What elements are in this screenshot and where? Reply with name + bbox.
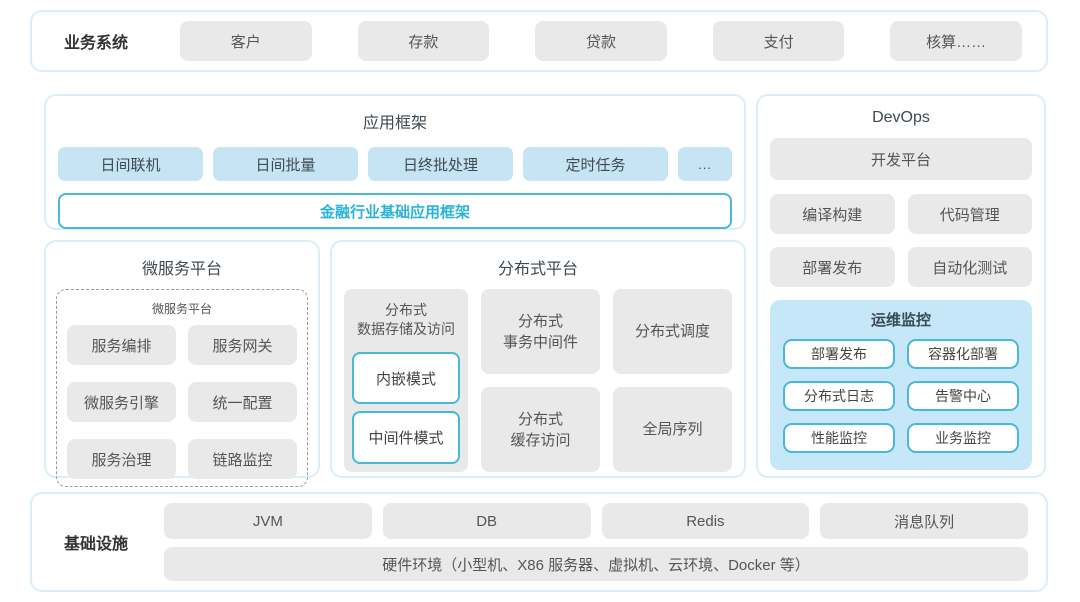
infra-chip-redis: Redis xyxy=(601,503,810,539)
ops-monitoring-grid: 部署发布 容器化部署 分布式日志 告警中心 性能监控 业务监控 xyxy=(783,339,1019,453)
infrastructure-chips: JVM DB Redis 消息队列 xyxy=(164,503,1028,539)
infra-chip-jvm: JVM xyxy=(164,503,372,539)
app-chip-daytime-batch: 日间批量 xyxy=(213,147,358,181)
business-systems-chips: 客户 存款 贷款 支付 核算…… xyxy=(146,21,1032,61)
microservice-grid: 服务编排 服务网关 微服务引擎 统一配置 服务治理 链路监控 xyxy=(67,325,297,479)
app-framework-title: 应用框架 xyxy=(362,115,427,132)
dist-storage-label: 分布式 数据存储及访问 xyxy=(357,302,455,337)
distributed-platform-body: 分布式 数据存储及访问 内嵌模式 中间件模式 分布式 事务中间件 分布式 缓存访… xyxy=(344,289,732,472)
business-chip-deposits: 存款 xyxy=(357,21,490,61)
ms-chip-service-governance: 服务治理 xyxy=(67,439,176,479)
base-framework-box: 金融行业基础应用框架 xyxy=(58,193,732,229)
app-chip-more: ... xyxy=(678,147,732,181)
section-app-framework: 应用框架 日间联机 日间批量 日终批处理 定时任务 ... 金融行业基础应用框架 xyxy=(44,94,746,230)
ms-chip-service-gateway: 服务网关 xyxy=(188,325,297,365)
app-framework-chips: 日间联机 日间批量 日终批处理 定时任务 ... xyxy=(58,147,732,181)
ops-monitoring-panel: 运维监控 部署发布 容器化部署 分布式日志 告警中心 性能监控 业务监控 xyxy=(770,300,1032,470)
ms-chip-unified-config: 统一配置 xyxy=(188,382,297,422)
section-microservice-platform: 微服务平台 微服务平台 服务编排 服务网关 微服务引擎 统一配置 服务治理 链路… xyxy=(44,240,320,487)
section-business-systems: 业务系统 客户 存款 贷款 支付 核算…… xyxy=(30,10,1048,72)
microservice-platform-title: 微服务平台 xyxy=(141,261,222,278)
microservice-inner-box: 微服务平台 服务编排 服务网关 微服务引擎 统一配置 服务治理 链路监控 xyxy=(56,289,308,487)
business-chip-loans: 贷款 xyxy=(535,21,667,61)
hardware-env-chip: 硬件环境（小型机、X86 服务器、虚拟机、云环境、Docker 等） xyxy=(164,547,1028,581)
infrastructure-body: JVM DB Redis 消息队列 硬件环境（小型机、X86 服务器、虚拟机、云… xyxy=(146,503,1032,581)
dist-middle-column: 分布式 事务中间件 分布式 缓存访问 xyxy=(481,289,600,472)
app-chip-scheduled-tasks: 定时任务 xyxy=(523,147,668,181)
devops-chip-build: 编译构建 xyxy=(770,194,895,234)
section-distributed-platform: 分布式平台 分布式 数据存储及访问 内嵌模式 中间件模式 分布式 事务中间件 分… xyxy=(330,240,746,478)
devops-tools-grid: 编译构建 代码管理 部署发布 自动化测试 xyxy=(770,194,1032,287)
devops-platform-chip: 开发平台 xyxy=(770,138,1032,180)
infra-chip-message-queue: 消息队列 xyxy=(820,503,1028,539)
app-chip-daytime-online: 日间联机 xyxy=(58,147,203,181)
section-devops: DevOps 开发平台 编译构建 代码管理 部署发布 自动化测试 运维监控 部署… xyxy=(756,94,1046,478)
ops-monitoring-title: 运维监控 xyxy=(870,312,931,329)
microservice-inner-title: 微服务平台 xyxy=(151,302,212,316)
distributed-platform-title: 分布式平台 xyxy=(497,261,578,278)
ops-chip-deploy-release: 部署发布 xyxy=(783,339,895,369)
ops-chip-performance-monitoring: 性能监控 xyxy=(783,423,895,453)
business-systems-label: 业务系统 xyxy=(63,35,128,52)
dist-storage-box: 分布式 数据存储及访问 内嵌模式 中间件模式 xyxy=(344,289,468,472)
ops-chip-business-monitoring: 业务监控 xyxy=(907,423,1019,453)
ops-chip-distributed-logging: 分布式日志 xyxy=(783,381,895,411)
infrastructure-label: 基础设施 xyxy=(63,536,128,553)
dist-chip-scheduling: 分布式调度 xyxy=(613,289,732,374)
storage-mode-embedded: 内嵌模式 xyxy=(352,351,460,405)
business-chip-payments: 支付 xyxy=(712,21,845,61)
ms-chip-trace-monitoring: 链路监控 xyxy=(188,439,297,479)
devops-title: DevOps xyxy=(872,109,930,126)
dist-chip-global-sequence: 全局序列 xyxy=(613,387,732,472)
ms-chip-microservice-engine: 微服务引擎 xyxy=(67,382,176,422)
app-chip-eod-batch: 日终批处理 xyxy=(368,147,513,181)
infra-chip-db: DB xyxy=(382,503,591,539)
business-chip-customer: 客户 xyxy=(180,21,312,61)
section-infrastructure: 基础设施 JVM DB Redis 消息队列 硬件环境（小型机、X86 服务器、… xyxy=(30,492,1048,592)
devops-chip-automated-testing: 自动化测试 xyxy=(907,247,1032,287)
ops-chip-containerized-deploy: 容器化部署 xyxy=(907,339,1019,369)
storage-mode-middleware: 中间件模式 xyxy=(352,411,460,464)
dist-right-column: 分布式调度 全局序列 xyxy=(613,289,732,472)
dist-chip-cache-access: 分布式 缓存访问 xyxy=(481,387,600,472)
business-chip-accounting: 核算…… xyxy=(890,21,1022,61)
dist-chip-transaction-middleware: 分布式 事务中间件 xyxy=(481,289,600,374)
devops-chip-code-management: 代码管理 xyxy=(907,194,1032,234)
ops-chip-alert-center: 告警中心 xyxy=(907,381,1019,411)
devops-chip-deploy-release: 部署发布 xyxy=(770,247,895,287)
ms-chip-service-orchestration: 服务编排 xyxy=(67,325,176,365)
